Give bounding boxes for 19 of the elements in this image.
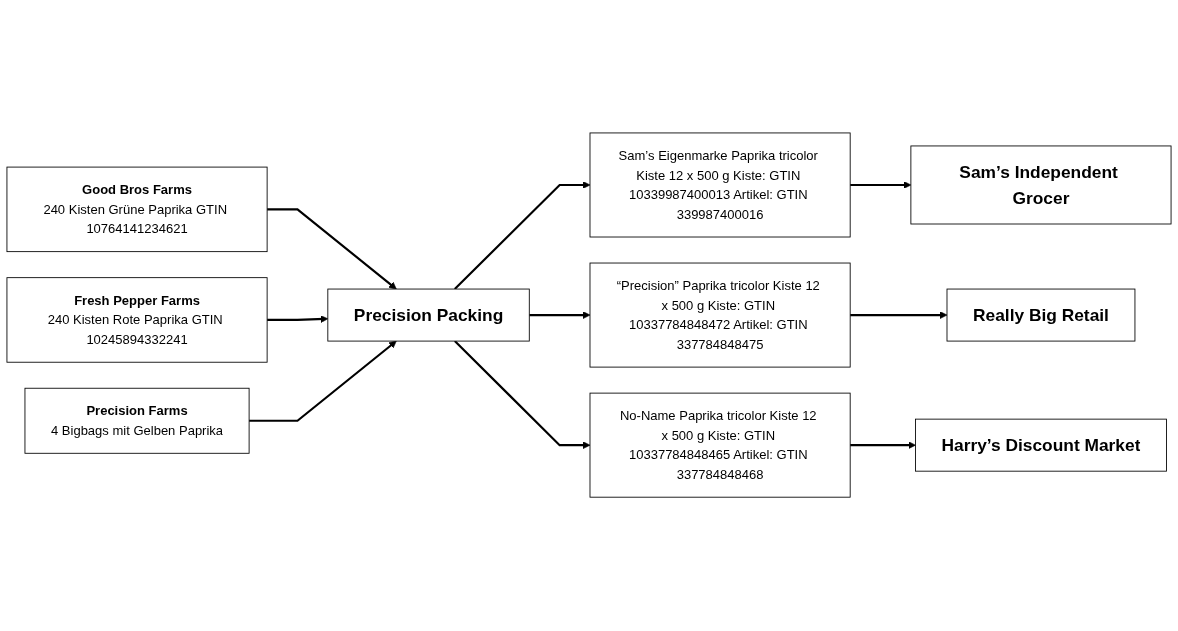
- arrow: [454, 181, 591, 291]
- node-box: Precision Packing: [327, 289, 530, 342]
- node-box: Sam’s Independent Grocer: [910, 145, 1172, 225]
- arrow: [267, 208, 397, 290]
- arrow: [529, 311, 591, 320]
- node-box: Good Bros Farms 240 Kisten Grüne Paprika GTIN 10764141234621: [6, 167, 268, 253]
- arrow: [850, 311, 948, 320]
- node-box: Really Big Retail: [946, 289, 1136, 342]
- arrow: [850, 181, 912, 190]
- arrow: [850, 441, 916, 450]
- arrow: [454, 340, 591, 450]
- node-box: No-Name Paprika tricolor Kiste 12 x 500 g Kiste: GTIN 10337784848465 Artikel: GTIN 337784848468: [589, 393, 851, 499]
- node-box: Harry’s Discount Market: [915, 419, 1167, 473]
- node-box: Fresh Pepper Farms 240 Kisten Rote Paprika GTIN 10245894332241: [6, 277, 268, 364]
- node-box: “Precision” Paprika tricolor Kiste 12 x 500 g Kiste: GTIN 10337784848472 Artikel: GTIN 337784848475: [589, 263, 851, 368]
- node-box: Sam’s Eigenmarke Paprika tricolor Kiste 12 x 500 g Kiste: GTIN 10339987400013 Artikel: GTIN 339987400016: [589, 132, 851, 238]
- arrow: [249, 341, 397, 423]
- node-box: Precision Farms 4 Bigbags mit Gelben Paprika: [24, 388, 250, 455]
- arrow: [267, 315, 329, 324]
